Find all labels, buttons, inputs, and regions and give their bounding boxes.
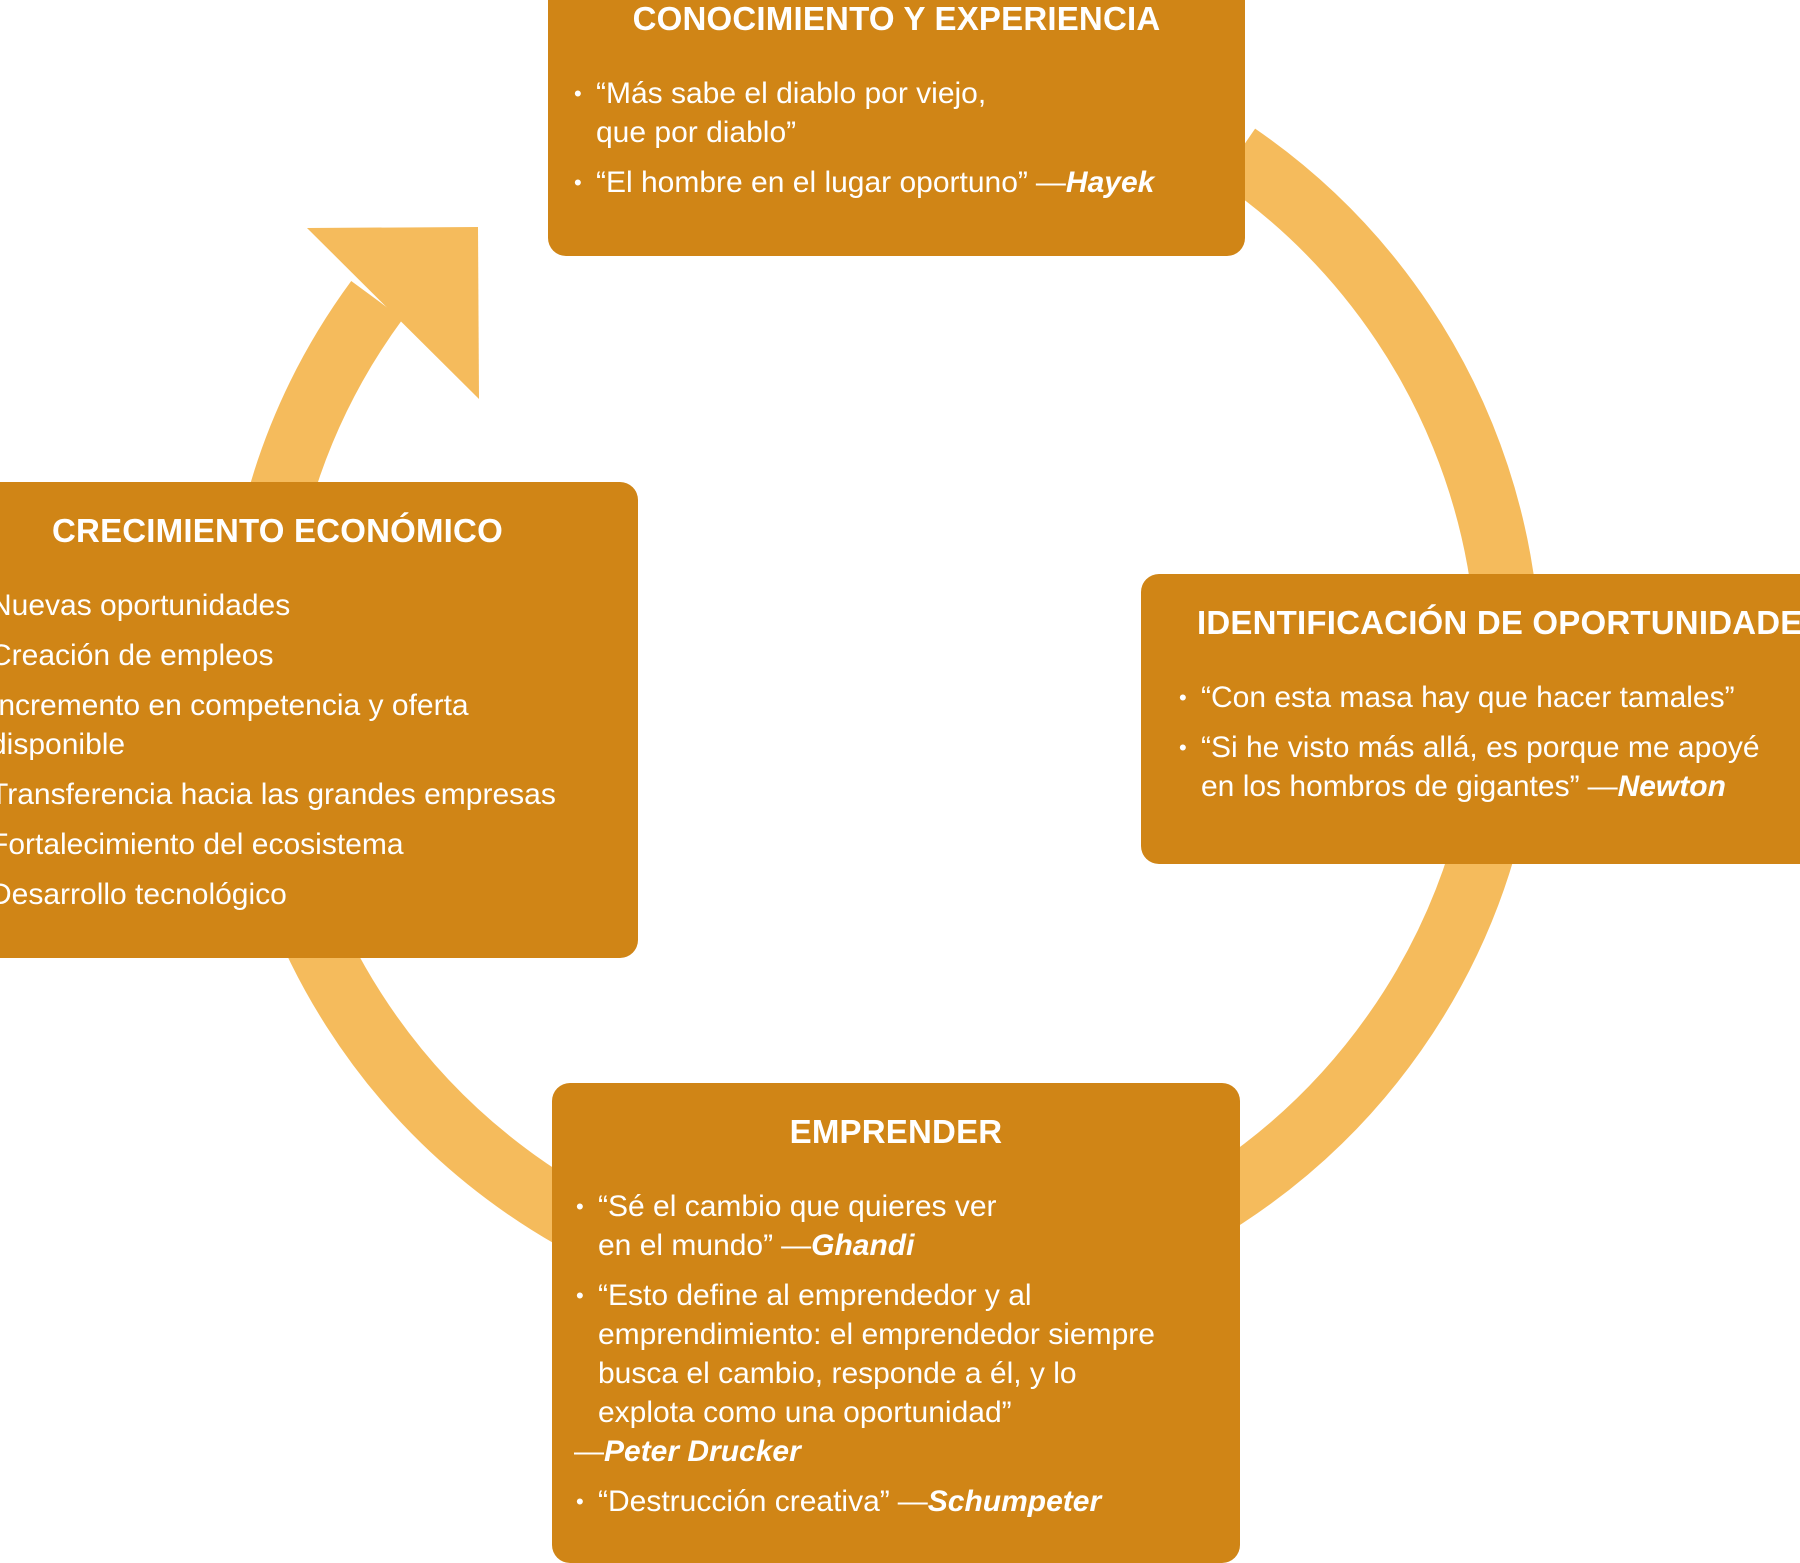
box-emprender: EMPRENDER “Sé el cambio que quieres ver … [552,1083,1240,1563]
quote-dash: — [781,1229,812,1262]
list-item-text: Incremento en competencia y oferta [0,689,469,722]
box-identificacion-de-oportunidades: IDENTIFICACIÓN DE OPORTUNIDADES “Con est… [1141,574,1800,864]
box-crecimiento-economico: CRECIMIENTO ECONÓMICO Nuevas oportunidad… [0,482,638,958]
quote-list: “Con esta masa hay que hacer tamales” “S… [1177,678,1800,806]
quote-item: “Si he visto más allá, es porque me apoy… [1177,728,1800,806]
quote-line: emprendimiento: el emprendedor siempre [598,1318,1155,1351]
quote-item: “Con esta masa hay que hacer tamales” [1177,678,1800,717]
quote-item: “Destrucción creativa”—Schumpeter [574,1482,1240,1521]
cycle-arrowhead [307,227,479,399]
list-item-text: disponible [0,728,126,761]
quote-author: Ghandi [811,1229,915,1262]
quote-item: “El hombre en el lugar oportuno”—Hayek [572,163,1245,202]
quote-author: Schumpeter [927,1485,1102,1518]
quote-line: en el mundo” [598,1229,774,1262]
list-item-text: Nuevas oportunidades [0,589,291,622]
quote-dash: — [574,1435,604,1468]
box-title: IDENTIFICACIÓN DE OPORTUNIDADES [1197,604,1800,641]
quote-line: “Sé el cambio que quieres ver [598,1190,997,1223]
list-item: Nuevas oportunidades [0,586,638,625]
list-item: Transferencia hacia las grandes empresas [0,775,638,814]
list-item: Creación de empleos [0,636,638,675]
quote-list: “Más sabe el diablo por viejo, que por d… [572,74,1245,202]
quote-line: “El hombre en el lugar oportuno” [596,166,1028,199]
box-title: CONOCIMIENTO Y EXPERIENCIA [632,0,1161,37]
quote-item: “Sé el cambio que quieres ver en el mund… [574,1187,1240,1265]
list-item-text: Creación de empleos [0,639,274,672]
quote-line: busca el cambio, responde a él, y lo [598,1357,1077,1390]
quote-line: explota como una oportunidad” [598,1396,1012,1429]
quote-author: Peter Drucker [604,1435,801,1468]
box-title: EMPRENDER [789,1113,1003,1150]
quote-item: “Esto define al emprendedor y al emprend… [574,1276,1240,1471]
quote-line: “Destrucción creativa” [598,1485,890,1518]
quote-line: en los hombros de gigantes” [1201,770,1580,803]
quote-line: “Con esta masa hay que hacer tamales” [1201,681,1735,714]
quote-line: “Si he visto más allá, es porque me apoy… [1201,731,1760,764]
effects-list: Nuevas oportunidades Creación de empleos… [0,586,638,914]
quote-author: Hayek [1065,166,1155,199]
quote-dash: — [897,1485,928,1518]
quote-dash: — [1587,770,1618,803]
list-item-text: Transferencia hacia las grandes empresas [0,778,556,811]
box-title: CRECIMIENTO ECONÓMICO [52,512,503,549]
quote-list: “Sé el cambio que quieres ver en el mund… [574,1187,1240,1521]
quote-line: “Más sabe el diablo por viejo, [596,77,987,110]
quote-line: “Esto define al emprendedor y al [598,1279,1032,1312]
quote-author: Newton [1617,770,1726,803]
list-item: Fortalecimiento del ecosistema [0,825,638,864]
list-item-text: Desarrollo tecnológico [0,878,287,911]
list-item: Desarrollo tecnológico [0,875,638,914]
quote-dash: — [1035,166,1066,199]
quote-item: “Más sabe el diablo por viejo, que por d… [572,74,1245,152]
list-item: Incremento en competencia y oferta dispo… [0,686,638,764]
box-conocimiento-y-experiencia: CONOCIMIENTO Y EXPERIENCIA “Más sabe el … [548,0,1245,256]
list-item-text: Fortalecimiento del ecosistema [0,828,404,861]
quote-line: que por diablo” [596,116,797,149]
